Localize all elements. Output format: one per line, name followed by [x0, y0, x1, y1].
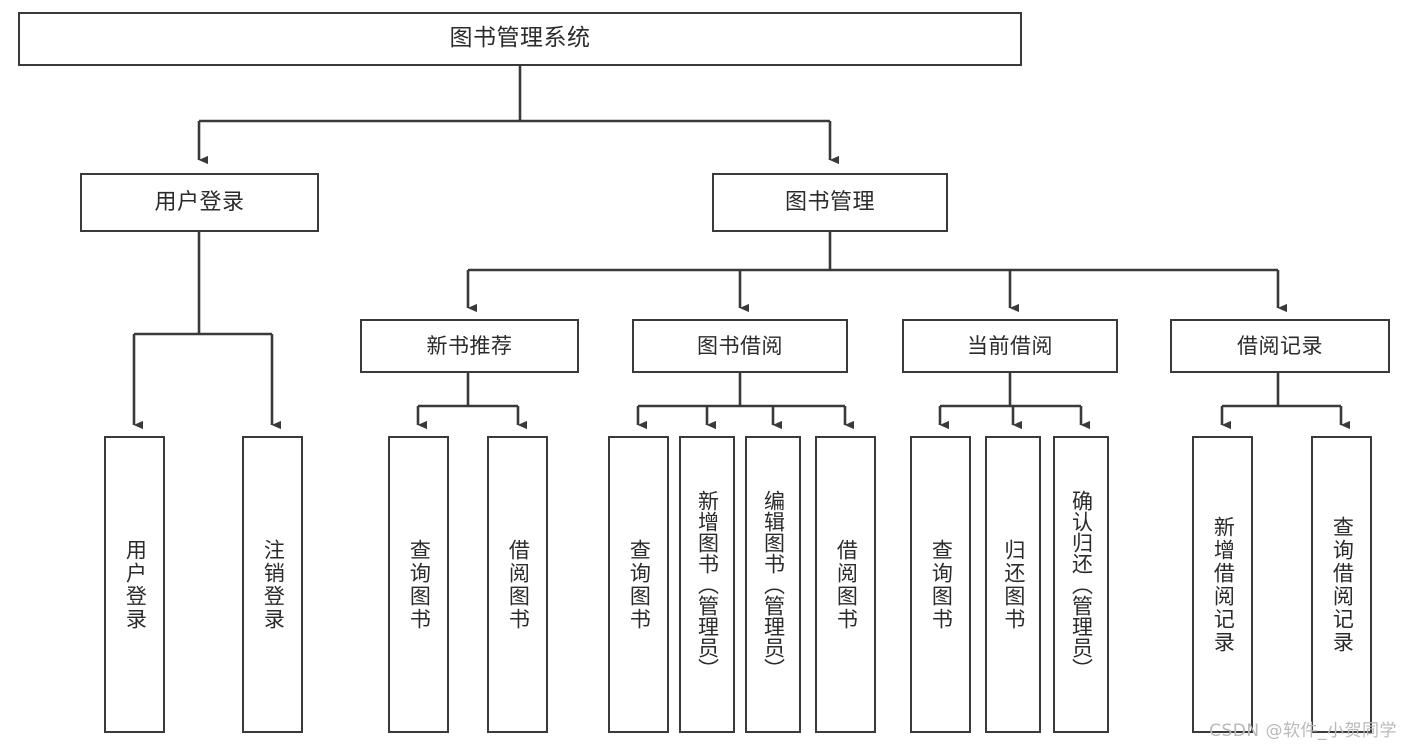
node-leaf-query-record-label: 查询借阅记录: [1330, 515, 1355, 654]
node-book-borrow-label: 图书借阅: [697, 333, 783, 358]
node-leaf-add-record[interactable]: 新增借阅记录: [1192, 436, 1253, 733]
node-book-manage-label: 图书管理: [784, 189, 875, 215]
node-leaf-query-record[interactable]: 查询借阅记录: [1311, 436, 1372, 733]
node-leaf-query-book-1[interactable]: 查询图书: [388, 436, 449, 733]
node-leaf-edit-book[interactable]: 编辑图书（管理员）: [745, 436, 801, 733]
node-leaf-borrow-book-2-label: 借阅图书: [834, 538, 859, 631]
node-root[interactable]: 图书管理系统: [18, 12, 1022, 66]
node-current-borrow[interactable]: 当前借阅: [902, 319, 1118, 373]
node-leaf-query-book-3-label: 查询图书: [929, 538, 954, 631]
node-root-label: 图书管理系统: [449, 25, 591, 52]
node-leaf-borrow-book-1[interactable]: 借阅图书: [487, 436, 548, 733]
node-leaf-edit-book-label: 编辑图书（管理员）: [761, 490, 786, 679]
node-leaf-add-book-label: 新增图书（管理员）: [695, 490, 720, 679]
node-borrow-record[interactable]: 借阅记录: [1170, 319, 1390, 373]
node-leaf-user-login-label: 用户登录: [123, 538, 148, 631]
node-leaf-query-book-2[interactable]: 查询图书: [608, 436, 669, 733]
node-book-manage[interactable]: 图书管理: [712, 173, 948, 232]
node-leaf-add-record-label: 新增借阅记录: [1211, 515, 1236, 654]
node-book-borrow[interactable]: 图书借阅: [632, 319, 848, 373]
node-leaf-logout[interactable]: 注销登录: [242, 436, 303, 733]
node-leaf-query-book-3[interactable]: 查询图书: [910, 436, 971, 733]
node-leaf-borrow-book-1-label: 借阅图书: [506, 538, 531, 631]
node-leaf-borrow-book-2[interactable]: 借阅图书: [815, 436, 876, 733]
node-leaf-user-login[interactable]: 用户登录: [104, 436, 165, 733]
node-leaf-add-book[interactable]: 新增图书（管理员）: [679, 436, 735, 733]
node-borrow-record-label: 借阅记录: [1237, 333, 1323, 358]
node-leaf-query-book-2-label: 查询图书: [627, 538, 652, 631]
node-leaf-return-book-label: 归还图书: [1001, 538, 1026, 631]
node-new-book-recommend[interactable]: 新书推荐: [360, 319, 579, 373]
node-leaf-logout-label: 注销登录: [261, 538, 286, 631]
node-leaf-confirm-return-label: 确认归还（管理员）: [1069, 490, 1094, 679]
node-new-book-recommend-label: 新书推荐: [426, 333, 513, 358]
node-current-borrow-label: 当前借阅: [967, 333, 1053, 358]
node-leaf-confirm-return[interactable]: 确认归还（管理员）: [1053, 436, 1109, 733]
node-leaf-return-book[interactable]: 归还图书: [985, 436, 1041, 733]
node-user-login-label: 用户登录: [154, 189, 245, 215]
node-leaf-query-book-1-label: 查询图书: [407, 538, 432, 631]
node-user-login[interactable]: 用户登录: [80, 173, 319, 232]
